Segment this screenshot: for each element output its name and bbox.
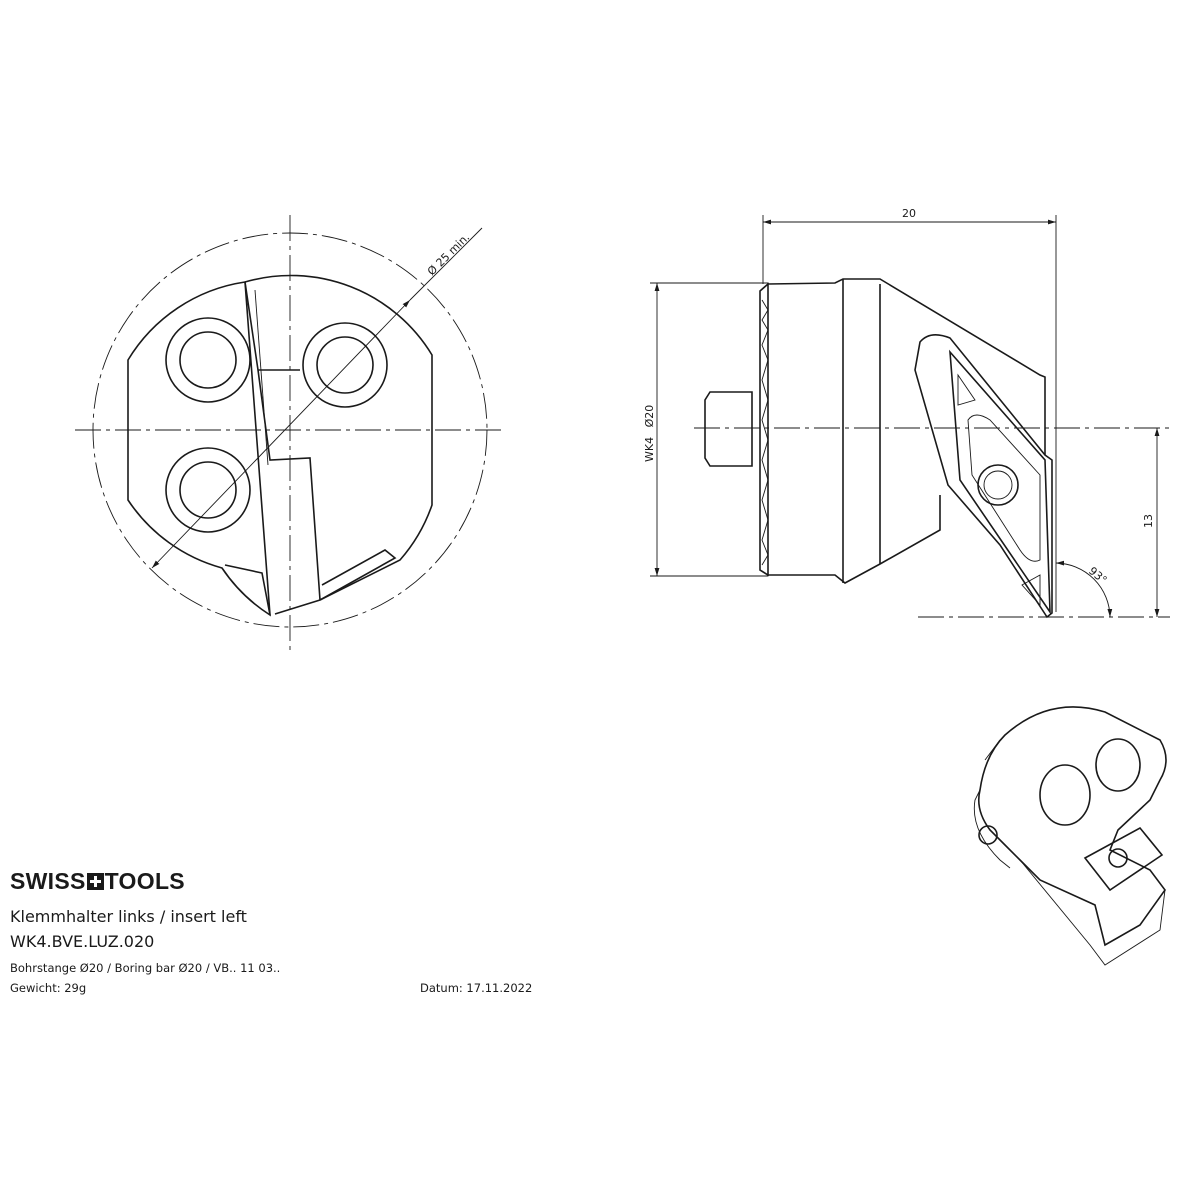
isometric-view [973,706,1167,966]
screw-hole-top-left [165,317,251,403]
length-dimension-label: 20 [902,207,916,220]
cutting-insert [949,349,1051,615]
swisstools-logo: SWISS TOOLS [10,868,185,895]
angle-dimension-arc [1055,560,1113,618]
logo-right: TOOLS [104,868,185,894]
insert-seat-edges [224,281,397,616]
serration-pattern [761,299,769,566]
iso-body [977,706,1167,947]
side-view: 20 WK4 Ø20 13 93° [643,207,1170,619]
angle-dimension-label: 93° [1086,564,1109,586]
weight: Gewicht: 29g [10,981,87,995]
insert-pocket [914,334,1053,619]
iso-hole [1039,764,1091,826]
height-dimension-label: 13 [1142,514,1155,528]
screw-hole-top-right [302,322,388,408]
iso-edges [973,739,1166,966]
torx-icon [983,470,1013,500]
diameter-dimension-text: WK4 Ø20 [643,405,656,462]
screw-hole-bottom-left [165,447,251,533]
iso-insert [1083,826,1164,892]
wk4-label: WK4 [643,437,656,462]
description: Klemmhalter links / insert left [10,907,247,926]
diameter-label: Ø20 [643,405,656,428]
iso-screw [1108,848,1128,868]
pin [704,391,753,467]
front-body-right [244,274,433,615]
min-diameter-label: Ø 25 min. [425,231,472,278]
diameter-dimension-line [151,299,411,569]
logo-left: SWISS [10,868,86,894]
insert-facets [957,373,1041,607]
front-view: Ø 25 min. [75,215,505,650]
application: Bohrstange Ø20 / Boring bar Ø20 / VB.. 1… [10,961,281,975]
article-number: WK4.BVE.LUZ.020 [10,932,155,951]
iso-hole [1095,738,1141,792]
dimension-leader [409,227,483,301]
iso-pin [978,825,998,845]
swiss-cross-icon [86,873,104,890]
torx-screw [977,464,1019,506]
body-outline [767,278,1046,584]
date: Datum: 17.11.2022 [420,981,533,995]
